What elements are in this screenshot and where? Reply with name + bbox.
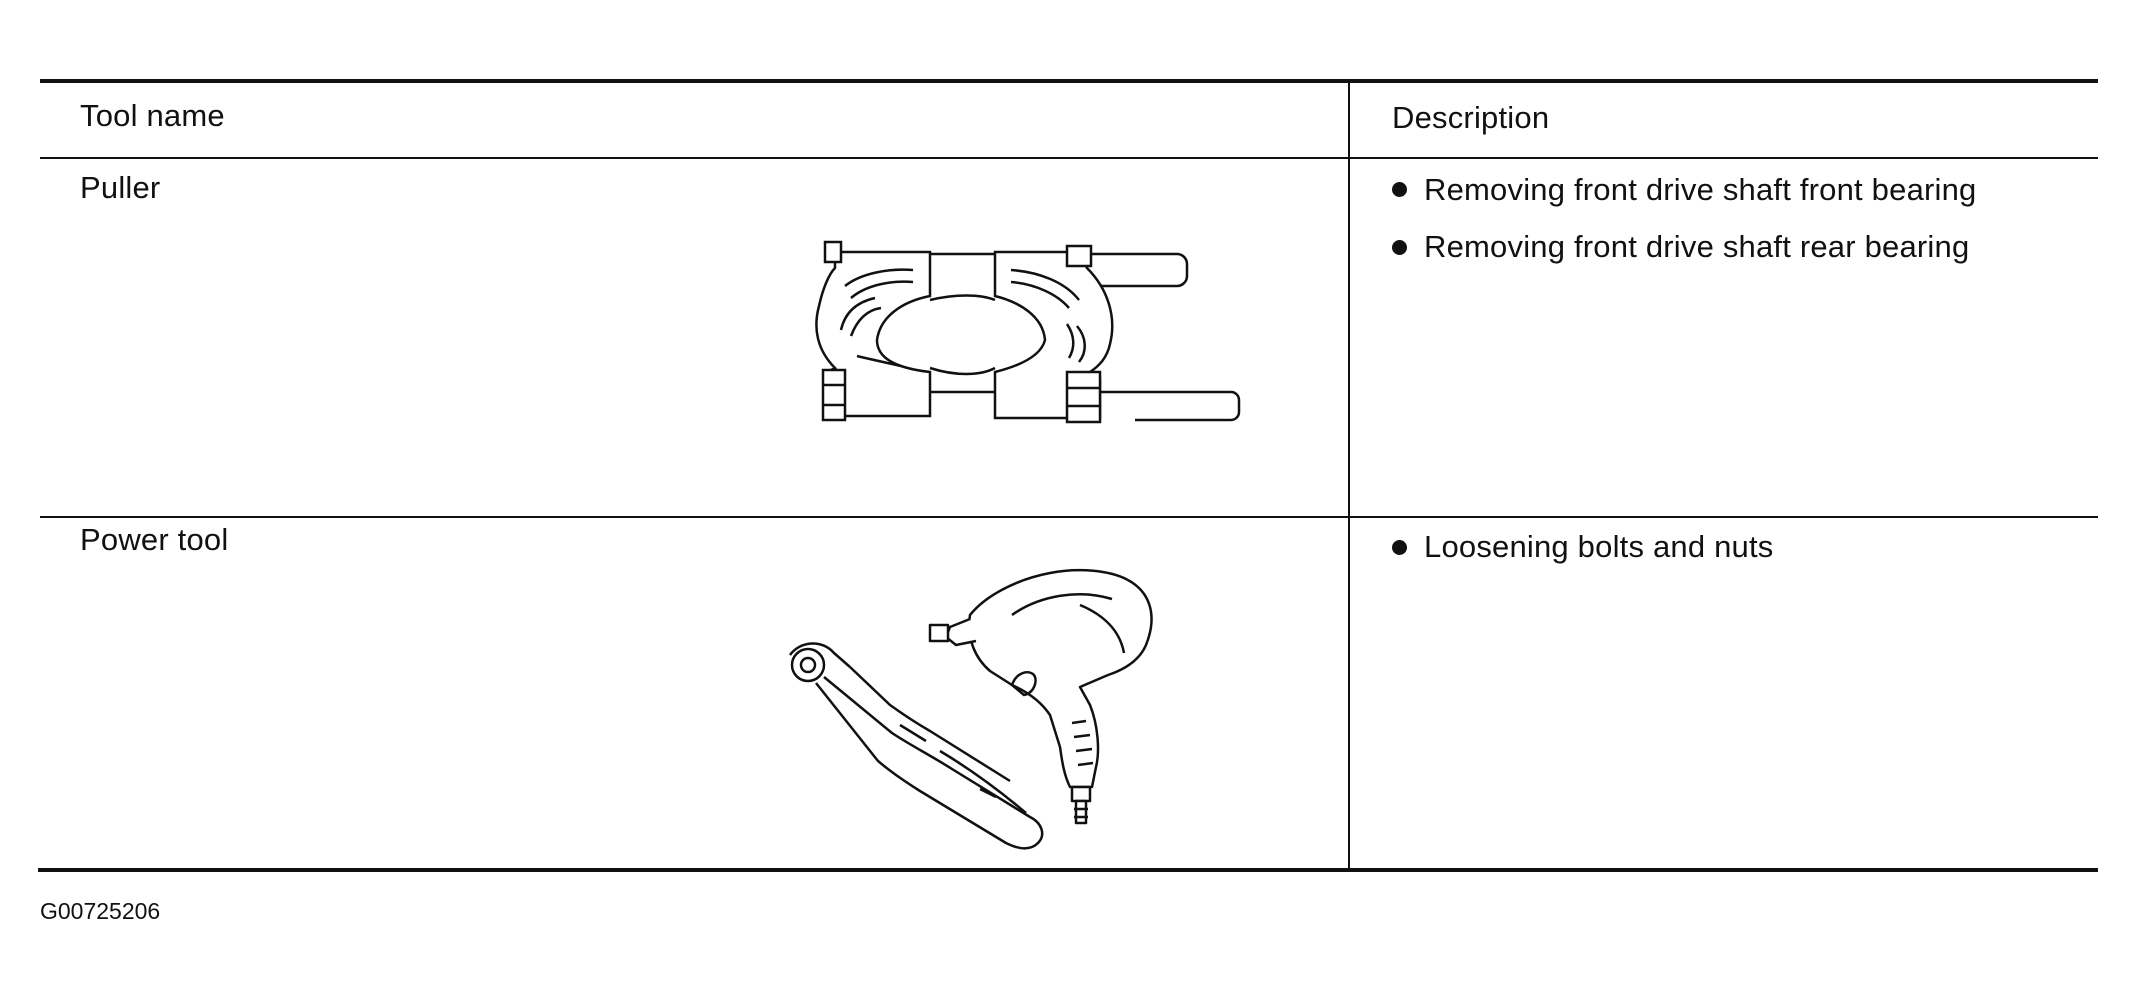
bullet-icon [1392, 240, 1407, 255]
description-puller-2: Removing front drive shaft rear bearing [1424, 229, 1970, 264]
tool-name-puller: Puller [80, 170, 161, 205]
bullet-icon [1392, 182, 1407, 197]
figure-code: G00725206 [40, 898, 161, 924]
header-description: Description [1392, 100, 1550, 135]
column-divider [1348, 81, 1350, 870]
tool-name-power-tool: Power tool [80, 522, 229, 557]
bearing-puller-icon [805, 240, 1245, 425]
table-bottom-rule [38, 868, 2098, 872]
header-tool-name: Tool name [80, 98, 225, 133]
description-power-tool-1: Loosening bolts and nuts [1424, 529, 1774, 564]
table-top-rule [40, 79, 2098, 83]
row-divider-rule [40, 516, 2098, 518]
header-bottom-rule [40, 157, 2098, 159]
air-ratchet-and-impact-wrench-icon [780, 555, 1220, 855]
description-puller-1: Removing front drive shaft front bearing [1424, 172, 1977, 207]
bullet-icon [1392, 540, 1407, 555]
